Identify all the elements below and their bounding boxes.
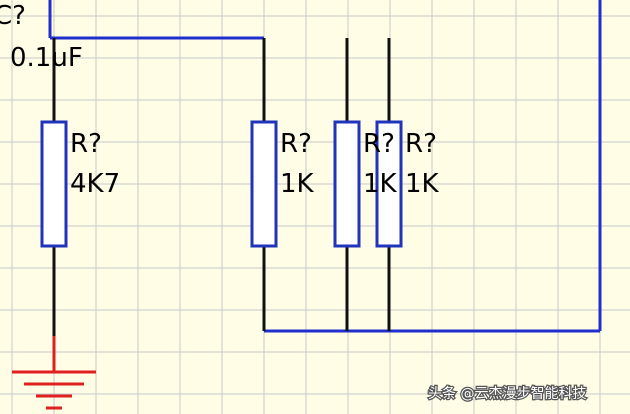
resistor-r1-value: 4K7 bbox=[70, 169, 120, 199]
blue-wires bbox=[48, 0, 602, 333]
resistor-r1-body bbox=[40, 120, 68, 248]
resistor-r3-body bbox=[333, 120, 361, 248]
resistor-r2-value: 1K bbox=[280, 169, 315, 199]
resistor-r2-designator: R? bbox=[280, 129, 312, 159]
ground-symbol-icon bbox=[12, 336, 96, 410]
resistor-r4-body bbox=[375, 120, 403, 248]
resistor-r3-value: 1K bbox=[363, 169, 398, 199]
resistor-r4-value: 1K bbox=[405, 169, 440, 199]
resistor-r3-designator: R? bbox=[363, 129, 395, 159]
watermark-text: 头条 @云杰漫步智能科技 bbox=[428, 385, 586, 402]
resistor-r1-designator: R? bbox=[70, 129, 102, 159]
resistor-r4-designator: R? bbox=[405, 129, 437, 159]
resistor-bodies bbox=[40, 120, 403, 248]
capacitor-value: 0.1uF bbox=[10, 43, 83, 73]
capacitor-designator: C? bbox=[0, 1, 26, 31]
resistor-r2-body bbox=[250, 120, 278, 248]
